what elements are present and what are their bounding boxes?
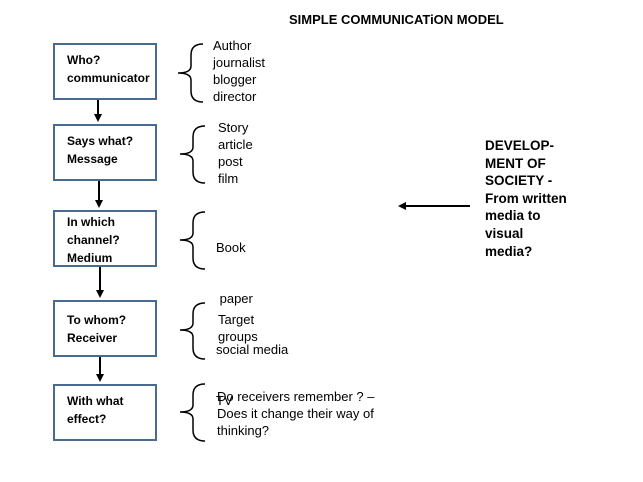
step-label-line: Message xyxy=(67,152,118,166)
examples-effect: Do receivers remember ? – Does it change… xyxy=(217,388,375,439)
examples-to-whom: Target groups xyxy=(218,311,258,345)
step-box-channel: In which channel? Medium xyxy=(53,210,157,267)
step-label-line: Medium xyxy=(67,251,113,265)
example-item: groups xyxy=(218,329,258,344)
step-box-to-whom: To whom? Receiver xyxy=(53,300,157,357)
note-line: media to xyxy=(485,208,541,224)
step-label-line: In which xyxy=(67,215,115,229)
example-item: Story xyxy=(218,120,249,135)
step-label-line: Who? xyxy=(67,53,101,67)
example-item: Does it change their way of xyxy=(217,406,374,421)
note-line: media? xyxy=(485,243,533,259)
step-label-line: Receiver xyxy=(67,331,118,345)
note-line: visual xyxy=(485,225,524,241)
example-item: blogger xyxy=(213,72,257,87)
note-line: DEVELOP- xyxy=(485,138,555,153)
example-item: Target xyxy=(218,312,255,327)
example-item: journalist xyxy=(213,55,266,70)
note-line: From written xyxy=(485,190,567,206)
example-item: film xyxy=(218,171,239,186)
step-label-line: channel? xyxy=(67,233,120,247)
examples-channel: Book paper social media TV xyxy=(216,205,288,426)
note-line: SOCIETY - xyxy=(485,173,553,189)
step-box-effect: With what effect? xyxy=(53,384,157,441)
step-box-who: Who? communicator xyxy=(53,43,157,100)
example-item: social media xyxy=(216,342,289,357)
diagram-title: SIMPLE COMMUNICATiON MODEL xyxy=(289,12,504,27)
example-item: post xyxy=(218,154,243,169)
step-label-line: communicator xyxy=(67,71,150,85)
curly-brace xyxy=(179,383,206,442)
curly-brace xyxy=(177,43,204,103)
curly-brace xyxy=(179,125,206,184)
step-label-line: Says what? xyxy=(67,134,134,148)
example-item: Book xyxy=(216,240,246,255)
curly-brace xyxy=(179,211,206,270)
curly-brace xyxy=(179,302,206,360)
example-item: paper xyxy=(216,291,253,306)
step-box-says-what: Says what? Message xyxy=(53,124,157,181)
example-item: article xyxy=(218,137,253,152)
example-item: Author xyxy=(213,38,252,53)
step-label-line: To whom? xyxy=(67,313,127,327)
example-item: Do receivers remember ? – xyxy=(217,389,375,404)
examples-says-what: Story article post film xyxy=(218,119,253,187)
step-label-line: With what xyxy=(67,394,124,408)
examples-who: Author journalist blogger director xyxy=(213,37,265,105)
step-label-line: effect? xyxy=(67,412,107,426)
note-line: MENT OF xyxy=(485,155,546,171)
example-item: director xyxy=(213,89,257,104)
example-item: thinking? xyxy=(217,423,270,438)
example-item: TV xyxy=(216,393,233,408)
development-note: DEVELOP- MENT OF SOCIETY - From written … xyxy=(485,137,567,260)
